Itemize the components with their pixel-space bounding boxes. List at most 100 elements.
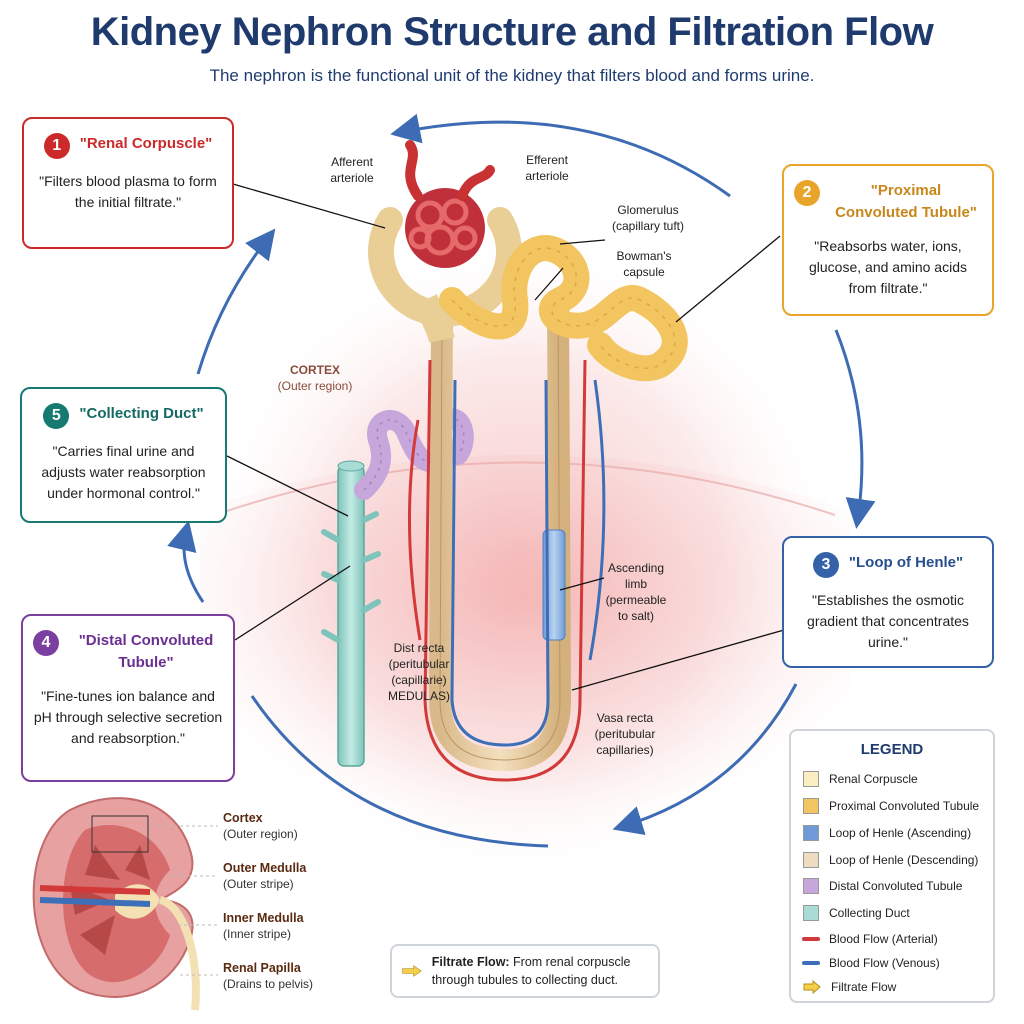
- renal-artery: [39, 885, 151, 895]
- card-description: "Fine-tunes ion balance and pH through s…: [33, 688, 223, 746]
- label-vasa-recta-right: Vasa recta (peritubular capillaries): [594, 711, 656, 757]
- legend-item: Proximal Convoluted Tubule: [803, 798, 979, 814]
- legend-item: Loop of Henle (Ascending): [803, 825, 971, 841]
- page-title: Kidney Nephron Structure and Filtration …: [90, 10, 934, 54]
- label-bowmans-capsule: Bowman's capsule: [616, 249, 672, 279]
- legend-arrow-icon: [803, 980, 821, 994]
- region-name: Outer Medulla: [223, 861, 307, 875]
- filtrate-flow-text: Filtrate Flow: From renal corpuscle thro…: [432, 953, 658, 989]
- inset-zoom-box: [91, 815, 149, 853]
- label-glomerulus: Glomerulus (capillary tuft): [611, 203, 685, 233]
- bowmans-capsule: [368, 207, 522, 344]
- region-label-outer-medulla: Outer Medulla (Outer stripe): [223, 860, 306, 892]
- legend-label: Loop of Henle (Descending): [829, 853, 979, 867]
- renal-vein: [39, 897, 151, 907]
- glomerulus: [405, 188, 485, 268]
- legend-swatch: [803, 878, 819, 894]
- legend-label: Blood Flow (Venous): [829, 956, 940, 970]
- proximal-tubule-texture: [451, 247, 676, 369]
- filtrate-flow-bold: Filtrate Flow:: [431, 955, 510, 969]
- leader-lines: [226, 183, 785, 691]
- flow-arrow-bottom: [250, 695, 549, 848]
- legend-item: Filtrate Flow: [803, 980, 896, 994]
- kidney-cross-section: [32, 797, 218, 1011]
- step-number-5: 5: [43, 403, 70, 429]
- efferent-arteriole: [457, 165, 495, 201]
- flow-arrow-right: [834, 329, 876, 529]
- filtrate-flow-note: Filtrate Flow: From renal corpuscle thro…: [390, 944, 660, 998]
- flow-arrow-top: [390, 113, 731, 198]
- card-loop-of-henle: 3 "Loop of Henle" "Establishes the osmot…: [782, 536, 994, 668]
- card-title: "Distal Convoluted Tubule": [78, 632, 214, 671]
- arterial-branch: [407, 419, 422, 641]
- legend-item: Distal Convoluted Tubule: [803, 878, 962, 894]
- card-renal-corpuscle: 1 "Renal Corpuscle" "Filters blood plasm…: [22, 117, 234, 249]
- legend-swatch: [803, 825, 819, 841]
- card-title: "Collecting Duct": [79, 405, 204, 422]
- venous-branch: [588, 379, 606, 661]
- card-proximal-convoluted-tubule: 2 "Proximal Convoluted Tubule" "Reabsorb…: [782, 164, 994, 316]
- ureter: [158, 896, 200, 1011]
- legend-item: Blood Flow (Arterial): [802, 932, 938, 946]
- card-collecting-duct: 5 "Collecting Duct" "Carries final urine…: [20, 387, 227, 523]
- card-description: "Reabsorbs water, ions, glucose, and ami…: [809, 238, 967, 296]
- region-name: Inner Medulla: [223, 911, 304, 925]
- card-description: "Establishes the osmotic gradient that c…: [807, 592, 969, 650]
- step-number-3: 3: [812, 552, 839, 578]
- label-efferent-arteriole: Efferent arteriole: [525, 153, 569, 183]
- legend-label: Collecting Duct: [829, 906, 910, 920]
- legend: LEGEND Renal Corpuscle Proximal Convolut…: [789, 729, 995, 1003]
- legend-swatch: [803, 852, 819, 868]
- card-title: "Loop of Henle": [848, 554, 964, 571]
- legend-item: Collecting Duct: [803, 905, 910, 921]
- page-subtitle: The nephron is the functional unit of th…: [209, 66, 815, 85]
- vasa-recta: [407, 359, 606, 782]
- arterial-vessel: [423, 359, 587, 782]
- region-name: Cortex: [223, 811, 263, 825]
- legend-line-swatch: [802, 937, 820, 941]
- region-sub: (Outer stripe): [223, 877, 294, 891]
- venous-vessel: [450, 379, 550, 747]
- legend-label: Proximal Convoluted Tubule: [829, 799, 980, 813]
- legend-line-swatch: [802, 961, 820, 965]
- label-ascending-limb: Ascending limb (permeable to salt): [605, 561, 667, 623]
- step-number-1: 1: [43, 133, 70, 159]
- label-afferent-arteriole: Afferent arteriole: [330, 155, 374, 185]
- legend-swatch: [803, 798, 819, 814]
- cortex-boundary: [214, 461, 836, 516]
- collecting-duct: [321, 460, 381, 767]
- afferent-arteriole: [405, 140, 423, 201]
- label-vasa-recta-left: Dist recta (peritubular (capillarie) MED…: [387, 641, 450, 703]
- flow-arrow-upper-left: [196, 228, 276, 375]
- card-title: "Proximal Convoluted Tubule": [835, 182, 977, 221]
- filtrate-flow-desc: From renal corpuscle through tubules to …: [431, 955, 631, 987]
- legend-label: Filtrate Flow: [831, 980, 897, 994]
- step-number-4: 4: [33, 630, 59, 656]
- region-label-cortex: Cortex (Outer region): [223, 810, 298, 842]
- legend-item: Renal Corpuscle: [803, 771, 918, 787]
- legend-label: Renal Corpuscle: [829, 772, 918, 786]
- flow-cycle-arrows: [167, 113, 876, 848]
- label-cortex-sub: (Outer region): [277, 379, 353, 393]
- card-description: "Carries final urine and adjusts water r…: [41, 443, 206, 501]
- legend-label: Distal Convoluted Tubule: [829, 879, 963, 893]
- card-title: "Renal Corpuscle": [79, 135, 213, 152]
- legend-swatch: [803, 905, 819, 921]
- card-distal-convoluted-tubule: 4 "Distal Convoluted Tubule" "Fine-tunes…: [21, 614, 235, 782]
- region-label-inner-medulla: Inner Medulla (Inner stripe): [223, 910, 304, 942]
- legend-label: Blood Flow (Arterial): [829, 932, 938, 946]
- region-sub: (Drains to pelvis): [223, 977, 314, 991]
- card-description: "Filters blood plasma to form the initia…: [39, 173, 217, 210]
- region-name: Renal Papilla: [223, 961, 301, 975]
- label-cortex-title: CORTEX: [289, 363, 340, 377]
- step-number-2: 2: [794, 180, 820, 206]
- region-sub: (Outer region): [223, 827, 298, 841]
- legend-title: LEGEND: [860, 741, 924, 758]
- legend-item: Blood Flow (Venous): [802, 956, 940, 970]
- legend-item: Loop of Henle (Descending): [803, 852, 978, 868]
- legend-label: Loop of Henle (Ascending): [829, 826, 972, 840]
- flow-arrow-left: [167, 520, 205, 603]
- flow-arrow-bottom-right: [612, 683, 798, 835]
- region-sub: (Inner stripe): [223, 927, 292, 941]
